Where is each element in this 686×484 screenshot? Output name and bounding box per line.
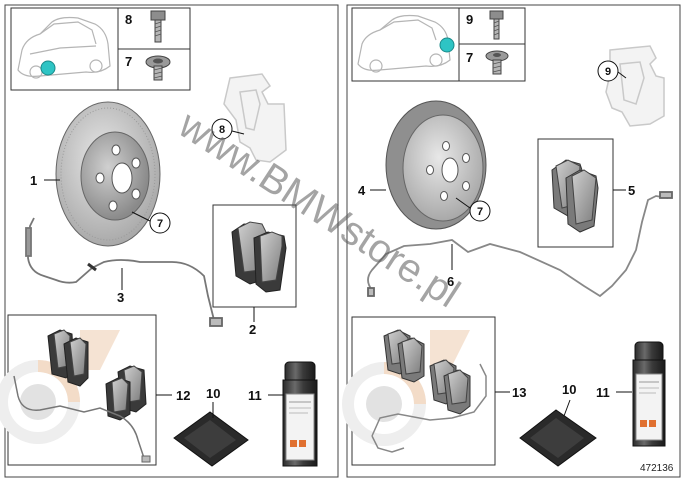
callout-circle-caliper [211, 118, 233, 140]
right-inset-top-num: 9 [466, 12, 473, 27]
right-inset-bottom-num: 7 [466, 50, 473, 65]
left-panel: 8 7 8 [0, 4, 339, 478]
callout-disc-num: 1 [30, 173, 37, 188]
callout-disc-bolt-num: 7 [477, 206, 483, 218]
brake-disc-illustration [385, 100, 487, 230]
disc-screw-icon [485, 50, 509, 75]
right-panel: 9 7 9 [342, 4, 681, 478]
kit-pads-illustration [371, 329, 487, 453]
callout-paste-num: 10 [206, 386, 220, 401]
left-inset-top-num: 8 [125, 12, 132, 27]
callout-pads-num: 2 [249, 322, 256, 337]
paste-sachet-illustration [519, 409, 597, 467]
callout-pads-num: 5 [628, 183, 635, 198]
callout-paste-num: 10 [562, 382, 576, 397]
callout-caliper-num: 9 [605, 66, 611, 78]
brake-pads-illustration [231, 221, 287, 293]
callout-spray-num: 11 [596, 385, 610, 400]
brake-pads-box [537, 138, 614, 248]
brake-pads-illustration [551, 159, 599, 233]
repair-kit-box [0, 314, 157, 466]
left-inset: 8 7 [10, 7, 191, 91]
repair-kit-box [342, 316, 496, 466]
brake-pads-box [212, 204, 297, 308]
callout-circle-disc-bolt [149, 212, 171, 234]
left-panel-frame [4, 4, 339, 478]
callout-kit-num: 13 [512, 385, 526, 400]
disc-screw-icon [145, 55, 171, 81]
callout-circle-disc-bolt [469, 200, 491, 222]
callout-sensor-num: 6 [447, 274, 454, 289]
brake-disc-illustration [55, 101, 161, 247]
spray-can-illustration [282, 361, 318, 467]
callout-circle-caliper [597, 60, 619, 82]
wheel-bolt-icon [150, 10, 166, 43]
paste-sachet-illustration [173, 411, 249, 467]
callout-disc-bolt-num: 7 [157, 218, 163, 230]
wheel-bolt-icon [489, 10, 504, 40]
callout-disc-num: 4 [358, 183, 366, 198]
spray-can-illustration [632, 341, 666, 447]
front-axle-marker-icon [40, 60, 56, 76]
caliper-carrier-illustration [605, 45, 665, 127]
caliper-carrier-illustration [223, 73, 287, 163]
car-outline-icon [17, 16, 111, 79]
right-inset: 9 7 [351, 7, 526, 82]
callout-sensor-num: 3 [117, 290, 124, 305]
reference-number: 472136 [640, 463, 674, 474]
right-panel-frame [346, 4, 681, 478]
rear-axle-marker-icon [439, 37, 455, 53]
wear-sensor-illustration [25, 217, 223, 327]
car-outline-icon [357, 14, 451, 73]
callout-spray-num: 11 [248, 388, 262, 403]
left-inset-bottom-num: 7 [125, 54, 132, 69]
kit-background-logo-icon [0, 330, 120, 444]
kit-pads-illustration [13, 329, 151, 463]
wear-sensor-illustration [367, 191, 673, 298]
callout-caliper-num: 8 [219, 124, 225, 136]
callout-kit-num: 12 [176, 388, 190, 403]
